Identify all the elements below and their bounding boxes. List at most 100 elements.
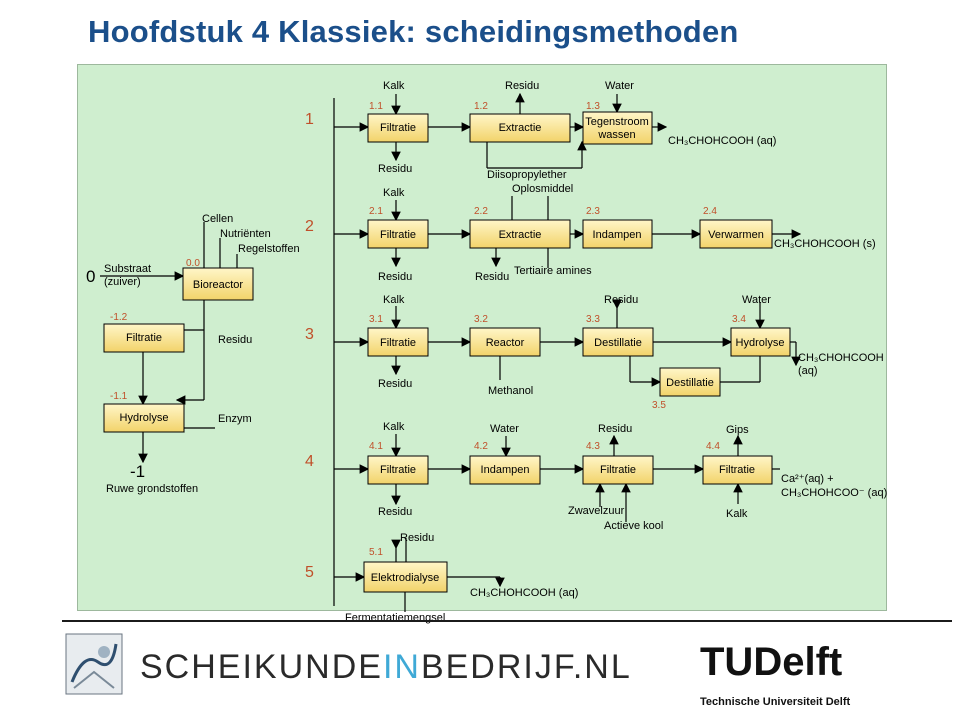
label-fermentatiemengsel: Fermentatiemengsel bbox=[345, 612, 445, 624]
logo-left-part-c: BEDRIJF.NL bbox=[420, 648, 632, 686]
label-kalk-4b: Kalk bbox=[726, 508, 748, 520]
label-product-4-line2: CH₃CHOHCOO⁻ (aq) bbox=[781, 487, 887, 499]
step-5-1: 5.1 bbox=[369, 547, 383, 558]
step-2-3: 2.3 bbox=[586, 206, 600, 217]
label-kalk-3: Kalk bbox=[383, 294, 405, 306]
label-product-3-line1: CH₃CHOHCOOH bbox=[798, 352, 884, 364]
label-residu-3a: Residu bbox=[378, 378, 412, 390]
step-3-1: 3.1 bbox=[369, 314, 383, 325]
step-3-4: 3.4 bbox=[732, 314, 746, 325]
label-kalk-4: Kalk bbox=[383, 421, 405, 433]
label-kalk-2: Kalk bbox=[383, 187, 405, 199]
step-m1-2: -1.2 bbox=[110, 312, 128, 323]
label-residu-1b: Residu bbox=[378, 163, 412, 175]
box-indampen-23 bbox=[582, 219, 653, 249]
row-number-2: 2 bbox=[305, 218, 314, 235]
label-product-3-line2: (aq) bbox=[798, 365, 818, 377]
step-3-5: 3.5 bbox=[652, 400, 666, 411]
box-filtratie-44 bbox=[702, 455, 773, 485]
label-enzym: Enzym bbox=[218, 413, 252, 425]
elektrodialyse-51-label: Elektrodialyse bbox=[371, 572, 439, 584]
destillatie-33-label: Destillatie bbox=[594, 337, 642, 349]
filtratie-11-label: Filtratie bbox=[380, 122, 416, 134]
step-1-3: 1.3 bbox=[586, 101, 600, 112]
box-filtratie-31 bbox=[367, 327, 429, 357]
box-extractie-22 bbox=[469, 219, 571, 249]
step-1-1: 1.1 bbox=[369, 101, 383, 112]
label-product-1: CH₃CHOHCOOH (aq) bbox=[668, 135, 776, 147]
box-filtratie-43 bbox=[582, 455, 654, 485]
label-substraat: Substraat bbox=[104, 263, 151, 275]
label-regelstoffen: Regelstoffen bbox=[238, 243, 300, 255]
indampen-23-label: Indampen bbox=[593, 229, 642, 241]
row-number-4: 4 bbox=[305, 453, 314, 470]
box-elektrodialyse-51 bbox=[363, 561, 448, 593]
box-filtratie-11 bbox=[367, 113, 429, 143]
extractie-22-label: Extractie bbox=[499, 229, 542, 241]
box-filtratie-41 bbox=[367, 455, 429, 485]
label-water-3: Water bbox=[742, 294, 771, 306]
filtratie-44-label: Filtratie bbox=[719, 464, 755, 476]
box-extractie-12 bbox=[469, 113, 571, 143]
label-gips: Gips bbox=[726, 424, 749, 436]
footer-divider bbox=[62, 620, 952, 622]
label-residu-2a: Residu bbox=[378, 271, 412, 283]
verwarmen-24-label: Verwarmen bbox=[708, 229, 764, 241]
label-residu-3b: Residu bbox=[604, 294, 638, 306]
logo-left-part-a: SCHEIKUNDE bbox=[140, 648, 383, 686]
page-title: Hoofdstuk 4 Klassiek: scheidingsmethoden bbox=[88, 14, 739, 49]
label-water-4: Water bbox=[490, 423, 519, 435]
step-4-2: 4.2 bbox=[474, 441, 488, 452]
filtratie-21-label: Filtratie bbox=[380, 229, 416, 241]
tu-delft-logo: TUDelft bbox=[700, 640, 842, 685]
reactor-32-label: Reactor bbox=[486, 337, 525, 349]
hydrolyse-m11-label: Hydrolyse bbox=[120, 412, 169, 424]
box-destillatie-35 bbox=[659, 367, 721, 397]
label-product-4-line1: Ca²⁺(aq) + bbox=[781, 473, 834, 485]
university-seal-icon bbox=[65, 633, 123, 695]
label-kalk-1: Kalk bbox=[383, 80, 405, 92]
step-m1-1: -1.1 bbox=[110, 391, 128, 402]
tegenstroom-13-label-1: Tegenstroom bbox=[585, 116, 649, 128]
label-residu-4b: Residu bbox=[378, 506, 412, 518]
label-nutrienten: Nutriënten bbox=[220, 228, 271, 240]
label-water-1: Water bbox=[605, 80, 634, 92]
label-residu-2b: Residu bbox=[475, 271, 509, 283]
connector-lines bbox=[100, 92, 802, 612]
box-indampen-42 bbox=[469, 455, 541, 485]
label-diisopropylether: Diisopropylether bbox=[487, 169, 567, 181]
label-zwavelzuur: Zwavelzuur bbox=[568, 505, 625, 517]
label-cellen: Cellen bbox=[202, 213, 233, 225]
label-substraat-zuiver: (zuiver) bbox=[104, 276, 141, 288]
label-ruwe-grondstoffen: Ruwe grondstoffen bbox=[106, 483, 198, 495]
indampen-42-label: Indampen bbox=[481, 464, 530, 476]
filtratie-31-label: Filtratie bbox=[380, 337, 416, 349]
step-2-1: 2.1 bbox=[369, 206, 383, 217]
label-methanol: Methanol bbox=[488, 385, 533, 397]
box-reactor-32 bbox=[469, 327, 541, 357]
tegenstroom-13-label-2: wassen bbox=[597, 129, 635, 141]
step-2-2: 2.2 bbox=[474, 206, 488, 217]
step-2-4: 2.4 bbox=[703, 206, 717, 217]
scheikunde-in-bedrijf-logo: SCHEIKUNDEINBEDRIJF.NL bbox=[140, 648, 632, 687]
box-filtratie-21 bbox=[367, 219, 429, 249]
row-number-0: 0 bbox=[86, 267, 95, 286]
box-tegenstroom-13 bbox=[582, 111, 653, 145]
tu-delft-wordmark: TUDelft bbox=[700, 640, 843, 684]
box-filtratie-m12 bbox=[103, 323, 185, 353]
hydrolyse-34-label: Hydrolyse bbox=[736, 337, 785, 349]
destillatie-35-label: Destillatie bbox=[666, 377, 714, 389]
label-product-5: CH₃CHOHCOOH (aq) bbox=[470, 587, 578, 599]
box-hydrolyse-34 bbox=[730, 327, 791, 357]
step-3-3: 3.3 bbox=[586, 314, 600, 325]
extractie-12-label: Extractie bbox=[499, 122, 542, 134]
box-bioreactor bbox=[182, 267, 254, 301]
filtratie-41-label: Filtratie bbox=[380, 464, 416, 476]
step-0-0: 0.0 bbox=[186, 258, 200, 269]
step-3-2: 3.2 bbox=[474, 314, 488, 325]
filtratie-m12-label: Filtratie bbox=[126, 332, 162, 344]
label-residu-5a: Residu bbox=[400, 532, 434, 544]
bioreactor-label: Bioreactor bbox=[193, 279, 243, 291]
box-verwarmen-24 bbox=[699, 219, 773, 249]
